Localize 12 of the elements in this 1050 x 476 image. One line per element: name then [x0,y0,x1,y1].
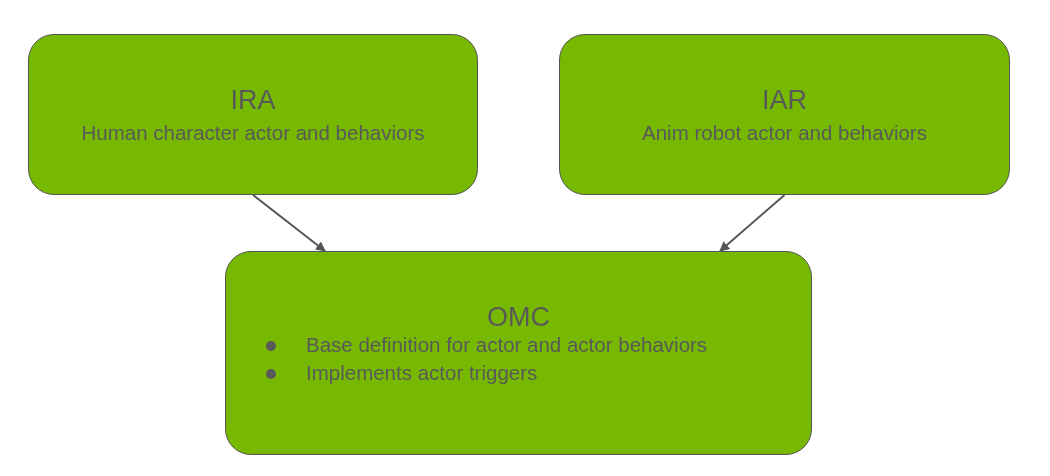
box-description: Human character actor and behaviors [80,121,426,145]
arrow [719,194,786,252]
arrow [252,194,326,252]
process-box [225,251,812,455]
box-description: Anim robot actor and behaviors [641,121,928,145]
bullet-text: Base definition for actor and actor behaviors [306,333,708,356]
box-title: IRA [229,85,277,116]
box-title: OMC [486,302,551,333]
bullet-text: Implements actor triggers [306,361,538,384]
box-title: IAR [761,85,808,116]
process-box [28,34,478,195]
process-box [559,34,1010,195]
